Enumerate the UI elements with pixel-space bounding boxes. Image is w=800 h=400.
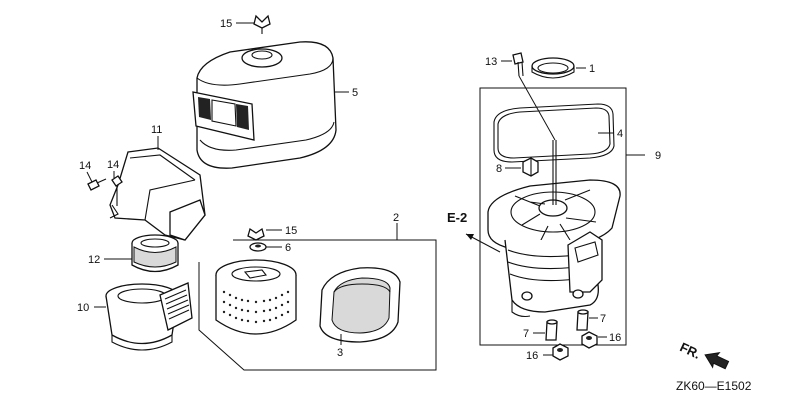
bolt-part-14-b bbox=[111, 175, 123, 206]
elbow-housing-part-11 bbox=[109, 147, 206, 241]
seal-ring-part-1 bbox=[531, 57, 575, 79]
collar-part-7-left bbox=[545, 319, 558, 341]
foam-element-part-3 bbox=[319, 267, 401, 343]
callout-10: 10 bbox=[77, 302, 89, 314]
nut-part-16-left bbox=[552, 343, 569, 361]
e2-reference-label: E-2 bbox=[447, 210, 467, 225]
front-direction-label: FR. bbox=[678, 339, 703, 361]
callout-15-mid: 15 bbox=[285, 225, 297, 237]
pre-filter-part-12 bbox=[131, 234, 179, 273]
callout-13: 13 bbox=[485, 56, 497, 68]
callout-3: 3 bbox=[337, 347, 343, 359]
callout-5: 5 bbox=[352, 87, 358, 99]
front-direction-arrow-icon bbox=[704, 352, 730, 370]
callout-9: 9 bbox=[655, 150, 661, 162]
callout-8: 8 bbox=[496, 163, 502, 175]
callout-14-right: 14 bbox=[107, 159, 119, 171]
bolt-part-14-a bbox=[87, 178, 107, 191]
cleaner-base-part-10 bbox=[105, 282, 193, 351]
figure-code: ZK60—E1502 bbox=[676, 379, 752, 393]
callout-4: 4 bbox=[617, 128, 623, 140]
collar-part-7-right bbox=[576, 309, 589, 331]
element-group-box-part-2 bbox=[198, 239, 437, 371]
bolt-part-13 bbox=[512, 52, 524, 77]
paper-element bbox=[215, 259, 297, 335]
e2-reference-arrow bbox=[465, 233, 501, 253]
callout-1: 1 bbox=[589, 63, 595, 75]
callout-14-left: 14 bbox=[79, 160, 91, 172]
air-cleaner-cover-part-5 bbox=[192, 41, 337, 169]
callout-7-right: 7 bbox=[600, 313, 606, 325]
callout-12: 12 bbox=[88, 254, 100, 266]
grommet-part-6 bbox=[249, 242, 267, 252]
callout-11: 11 bbox=[151, 124, 162, 136]
callout-7-left: 7 bbox=[523, 328, 529, 340]
gasket-part-4 bbox=[493, 103, 615, 163]
wing-nut-part-15-mid bbox=[247, 227, 265, 241]
callout-6: 6 bbox=[285, 242, 291, 254]
leader-lines bbox=[86, 22, 645, 356]
callout-15-top: 15 bbox=[220, 18, 232, 30]
air-cleaner-case bbox=[487, 140, 621, 318]
callout-2: 2 bbox=[393, 212, 399, 224]
callout-16-right: 16 bbox=[609, 332, 621, 344]
wing-nut-part-15-top bbox=[253, 14, 271, 34]
case-group-box-part-9 bbox=[479, 87, 627, 346]
nut-part-16-right bbox=[581, 331, 598, 349]
callout-16-left: 16 bbox=[526, 350, 538, 362]
nut-part-8 bbox=[522, 157, 539, 177]
